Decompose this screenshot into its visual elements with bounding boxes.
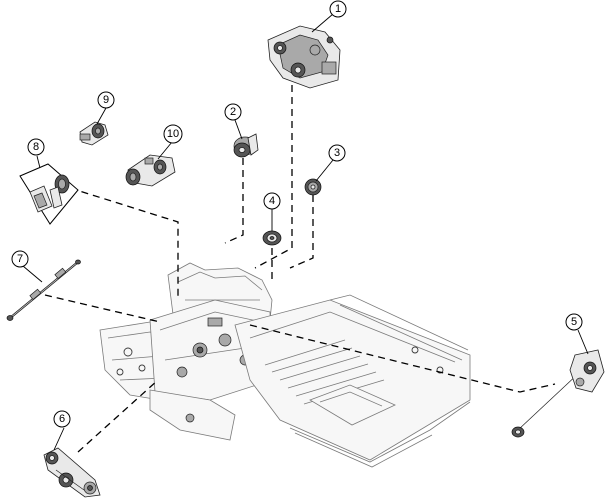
callout-8-label: 8	[33, 141, 39, 153]
part-10-pick-roller-assembly	[125, 154, 176, 187]
guide-line-part-2	[224, 158, 244, 244]
leader-1	[311, 13, 334, 33]
part-1-drive-gear-assembly	[267, 25, 341, 89]
callout-10-label: 10	[167, 128, 179, 140]
callout-5-label: 5	[571, 316, 577, 328]
callout-2-label: 2	[230, 106, 236, 118]
callout-9: 9	[97, 91, 115, 109]
leader-2	[234, 119, 243, 140]
leader-8	[36, 155, 41, 169]
leader-9	[96, 107, 107, 125]
callout-3: 3	[328, 144, 346, 162]
part-6-gear-link-assembly	[43, 447, 101, 498]
part-7-shaft	[6, 259, 81, 321]
guide-line-part-5	[249, 324, 556, 393]
callout-9-label: 9	[103, 94, 109, 106]
part-4-bearing	[262, 230, 282, 246]
part-5-roller-shaft-assembly	[511, 349, 605, 438]
guide-line-part-7	[44, 294, 161, 323]
part-2-pulley	[233, 133, 259, 158]
callout-6-label: 6	[59, 413, 65, 425]
callout-10: 10	[163, 124, 183, 144]
callout-7: 7	[11, 250, 29, 268]
part-9-pick-roller	[79, 121, 109, 146]
guide-line-part-8	[69, 187, 179, 300]
callout-8: 8	[27, 138, 45, 156]
callout-4-label: 4	[269, 195, 275, 207]
guide-line-part-6	[77, 379, 159, 453]
leader-3	[315, 159, 334, 182]
guide-line-part-3	[289, 195, 314, 269]
leader-10	[157, 141, 173, 160]
callout-7-label: 7	[17, 253, 23, 265]
guide-line-part-1	[254, 85, 293, 269]
callout-leaders	[22, 13, 589, 451]
callout-1: 1	[329, 0, 347, 18]
leader-6	[53, 427, 65, 451]
leader-5	[577, 329, 589, 355]
part-8-separator-kit	[19, 163, 79, 225]
callout-1-label: 1	[335, 3, 341, 15]
leader-7	[22, 265, 43, 283]
callout-4: 4	[263, 192, 281, 210]
callout-6: 6	[53, 410, 71, 428]
main-frame-assembly	[99, 262, 471, 468]
part-3-gear	[304, 178, 322, 196]
assembly-guide-lines	[44, 85, 556, 453]
callout-5: 5	[565, 313, 583, 331]
callout-2: 2	[224, 103, 242, 121]
callout-3-label: 3	[334, 147, 340, 159]
